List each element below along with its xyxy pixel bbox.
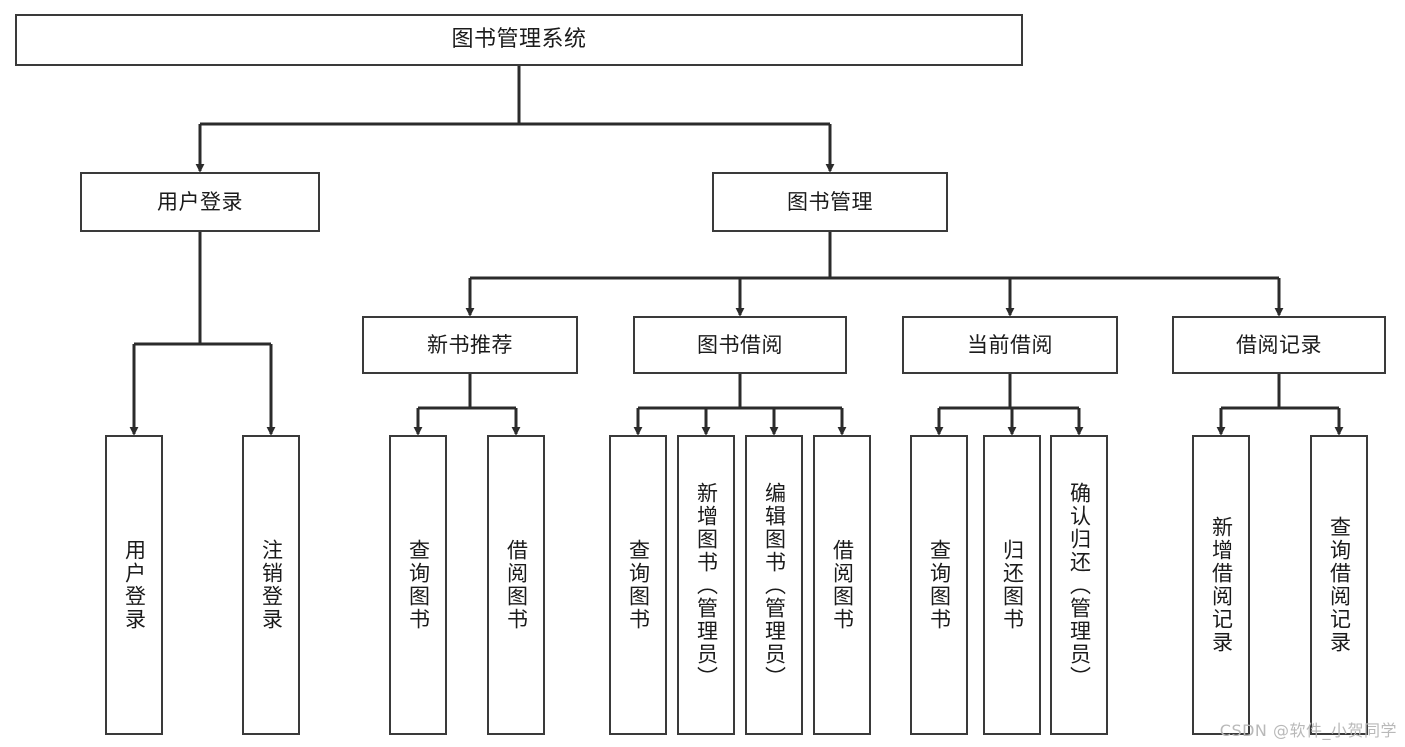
node-label: 图书管理系统 xyxy=(451,27,587,53)
node-leaf-borrow-book-1[interactable]: 借阅图书 xyxy=(487,435,545,735)
node-label: 归还图书 xyxy=(1000,539,1025,631)
watermark-text: CSDN @软件_小贺同学 xyxy=(1219,721,1397,740)
node-new-book-rec[interactable]: 新书推荐 xyxy=(362,316,578,374)
node-label: 图书管理 xyxy=(787,189,873,214)
node-label: 编辑图书（管理员） xyxy=(762,481,787,689)
node-label: 用户登录 xyxy=(157,189,243,214)
node-borrow-record[interactable]: 借阅记录 xyxy=(1172,316,1386,374)
node-label: 确认归还（管理员） xyxy=(1067,481,1092,689)
node-book-borrow[interactable]: 图书借阅 xyxy=(633,316,847,374)
node-label: 当前借阅 xyxy=(967,332,1053,357)
node-label: 图书借阅 xyxy=(697,332,783,357)
node-leaf-confirm-return[interactable]: 确认归还（管理员） xyxy=(1050,435,1108,735)
node-leaf-add-book[interactable]: 新增图书（管理员） xyxy=(677,435,735,735)
node-leaf-query-book-1[interactable]: 查询图书 xyxy=(389,435,447,735)
node-leaf-query-book-3[interactable]: 查询图书 xyxy=(910,435,968,735)
node-book-manage[interactable]: 图书管理 xyxy=(712,172,948,232)
node-leaf-return-book[interactable]: 归还图书 xyxy=(983,435,1041,735)
node-label: 借阅图书 xyxy=(504,539,529,631)
node-label: 新增借阅记录 xyxy=(1209,516,1234,654)
node-label: 注销登录 xyxy=(259,539,284,631)
node-leaf-user-login[interactable]: 用户登录 xyxy=(105,435,163,735)
node-label: 查询图书 xyxy=(626,539,651,631)
node-leaf-query-book-2[interactable]: 查询图书 xyxy=(609,435,667,735)
node-root[interactable]: 图书管理系统 xyxy=(15,14,1023,66)
node-label: 借阅图书 xyxy=(830,539,855,631)
node-label: 查询图书 xyxy=(406,539,431,631)
node-leaf-add-record[interactable]: 新增借阅记录 xyxy=(1192,435,1250,735)
node-label: 用户登录 xyxy=(122,539,147,631)
node-label: 查询图书 xyxy=(927,539,952,631)
node-leaf-user-logout[interactable]: 注销登录 xyxy=(242,435,300,735)
node-label: 查询借阅记录 xyxy=(1327,516,1352,654)
node-user-login[interactable]: 用户登录 xyxy=(80,172,320,232)
node-current-borrow[interactable]: 当前借阅 xyxy=(902,316,1118,374)
node-label: 新书推荐 xyxy=(427,332,513,357)
node-leaf-edit-book[interactable]: 编辑图书（管理员） xyxy=(745,435,803,735)
node-leaf-borrow-book-2[interactable]: 借阅图书 xyxy=(813,435,871,735)
node-leaf-query-record[interactable]: 查询借阅记录 xyxy=(1310,435,1368,735)
node-label: 借阅记录 xyxy=(1236,332,1322,357)
node-label: 新增图书（管理员） xyxy=(694,481,719,689)
